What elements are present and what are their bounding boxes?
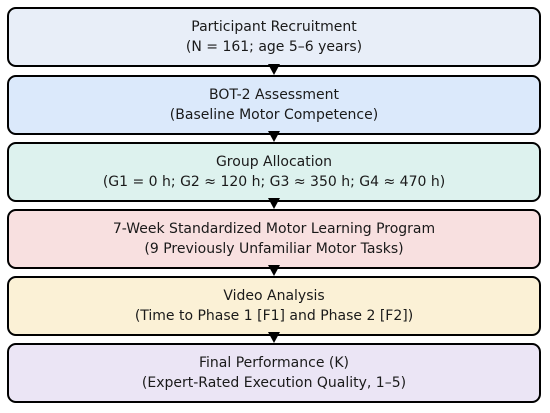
step-participant-recruitment: Participant Recruitment (N = 161; age 5–… — [7, 7, 541, 67]
step-bot2-assessment: BOT-2 Assessment (Baseline Motor Compete… — [7, 75, 541, 135]
step-final-performance: Final Performance (K) (Expert-Rated Exec… — [7, 343, 541, 403]
step-title: 7-Week Standardized Motor Learning Progr… — [112, 221, 436, 237]
step-detail: (Baseline Motor Competence) — [169, 107, 379, 123]
step-detail: (Time to Phase 1 [F1] and Phase 2 [F2]) — [134, 308, 414, 324]
step-title: Participant Recruitment — [191, 19, 357, 35]
step-motor-learning-program: 7-Week Standardized Motor Learning Progr… — [7, 209, 541, 269]
arrow-down-icon — [268, 131, 280, 142]
arrow-down-icon — [268, 265, 280, 276]
arrow-down-icon — [268, 64, 280, 75]
step-title: Final Performance (K) — [199, 355, 349, 371]
step-title: Group Allocation — [215, 154, 333, 170]
step-detail: (Expert-Rated Execution Quality, 1–5) — [141, 375, 407, 391]
step-title: Video Analysis — [223, 288, 325, 304]
step-detail: (G1 = 0 h; G2 ≈ 120 h; G3 ≈ 350 h; G4 ≈ … — [102, 174, 446, 190]
step-video-analysis: Video Analysis (Time to Phase 1 [F1] and… — [7, 276, 541, 336]
arrow-down-icon — [268, 198, 280, 209]
step-detail: (N = 161; age 5–6 years) — [185, 39, 363, 55]
step-title: BOT-2 Assessment — [208, 87, 340, 103]
step-detail: (9 Previously Unfamiliar Motor Tasks) — [144, 241, 404, 257]
arrow-down-icon — [268, 332, 280, 343]
step-group-allocation: Group Allocation (G1 = 0 h; G2 ≈ 120 h; … — [7, 142, 541, 202]
